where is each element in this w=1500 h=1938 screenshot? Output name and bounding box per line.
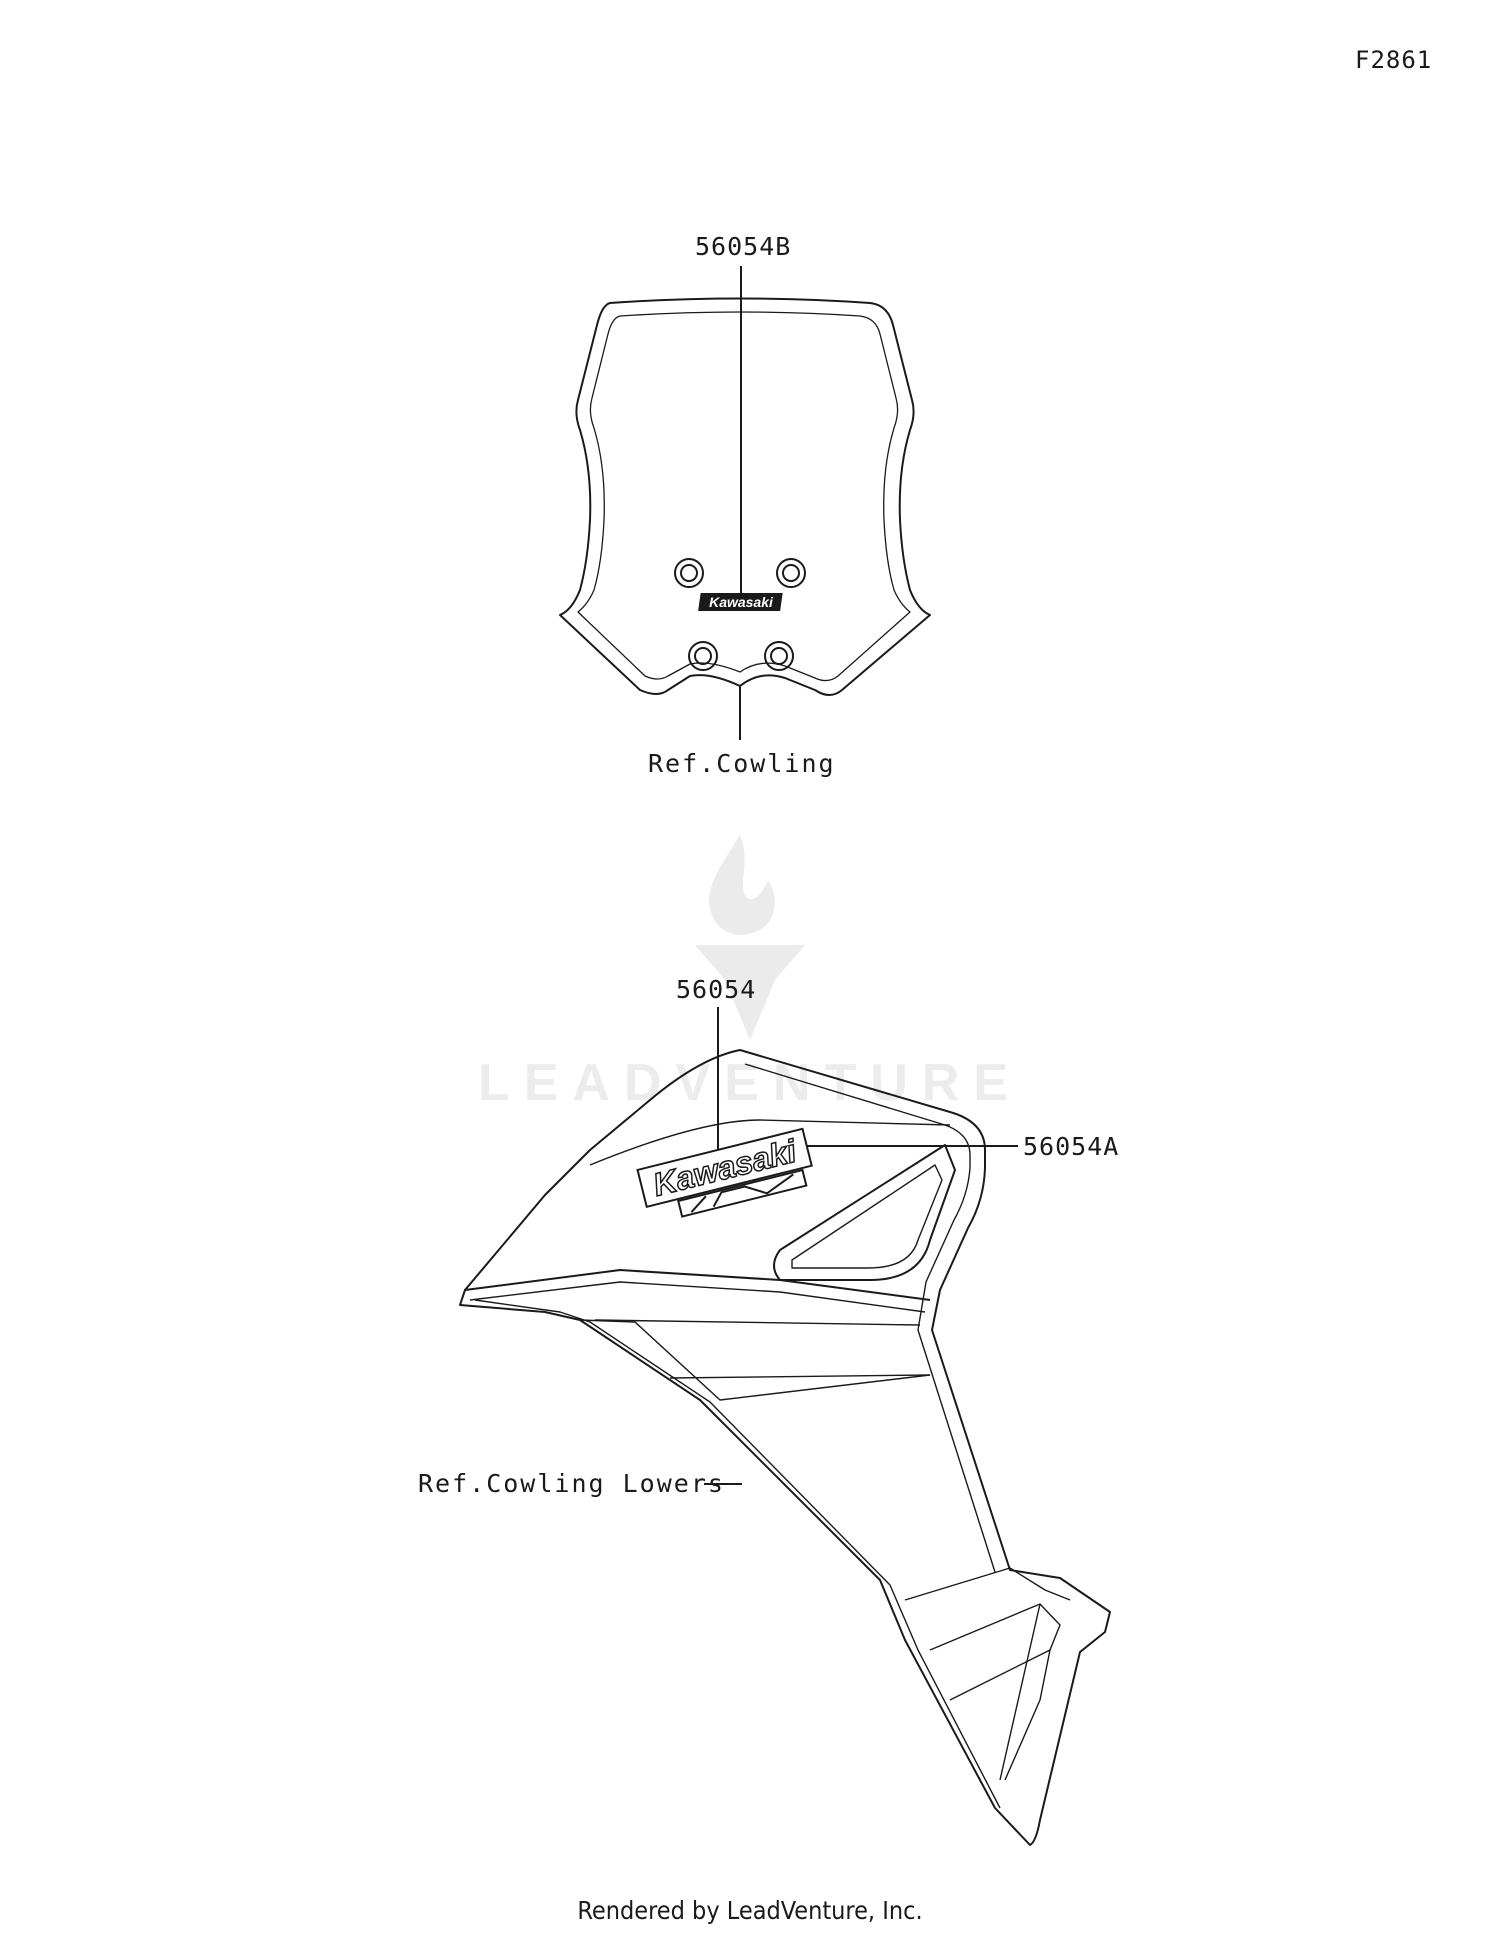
windshield-decal: Kawasaki	[698, 593, 783, 611]
side-decal-sub-strip	[677, 1168, 808, 1218]
cowling-air-duct	[773, 1144, 956, 1281]
cowling-lower-tip-2	[929, 1603, 1061, 1651]
v-mark-icon	[695, 945, 805, 1040]
callout-ref-cowling[interactable]: Ref.Cowling	[648, 749, 836, 778]
footer-credit: Rendered by LeadVenture, Inc.	[577, 1896, 923, 1925]
cowling-lower-tip-4	[999, 1603, 1041, 1781]
grommet-top-left	[674, 558, 704, 588]
cowling-lower-tip-1	[904, 1567, 1071, 1601]
callout-56054b[interactable]: 56054B	[695, 232, 792, 261]
callout-56054[interactable]: 56054	[676, 975, 757, 1004]
flame-icon	[708, 835, 775, 935]
windshield-decal-logo: Kawasaki	[709, 594, 774, 610]
windshield-inner-edge	[577, 311, 911, 682]
cowling-panel-line-3	[579, 1319, 931, 1401]
windshield-outline	[559, 297, 931, 696]
cowling-lower-tip-3	[949, 1649, 1051, 1781]
callout-56054a[interactable]: 56054A	[1023, 1132, 1120, 1161]
cowling-inner-edge	[744, 1063, 996, 1573]
cowling-lower-band	[464, 1269, 931, 1301]
windshield	[559, 297, 931, 696]
figure-id: F2861	[1355, 46, 1433, 74]
grommet-top-right	[776, 558, 806, 588]
cowling-panel-line-1	[594, 1319, 921, 1326]
side-cowling	[459, 1049, 1111, 1846]
cowling-air-duct-inner	[791, 1164, 943, 1269]
cowling-outline	[459, 1049, 1111, 1846]
cowling-front-edge	[474, 1299, 1001, 1809]
side-decal: Kawasaki	[636, 1127, 813, 1218]
leader-lines	[704, 266, 1018, 1485]
grommet-bottom-left	[688, 641, 718, 671]
cowling-panel-line-2	[669, 1374, 931, 1379]
cowling-top-ridge	[589, 1119, 951, 1166]
callout-ref-cowling-lowers[interactable]: Ref.Cowling Lowers	[418, 1469, 725, 1498]
grommet-bottom-right	[764, 641, 794, 671]
cowling-lower-band-2	[469, 1281, 926, 1313]
